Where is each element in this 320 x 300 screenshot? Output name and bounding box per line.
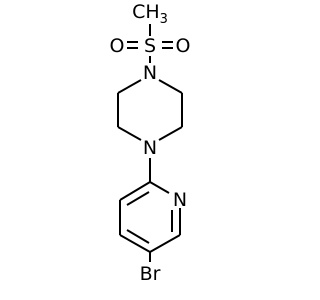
bond-pyridine-c3-c2: [119, 181, 151, 201]
nitrogen-sulfonyl-label: N: [143, 62, 157, 84]
atom-labels: CH3 S O O N N N Br: [110, 1, 191, 285]
bond-piperazine-3: [117, 126, 142, 141]
bromine-label: Br: [140, 263, 161, 285]
bond-piperazine-1: [117, 79, 142, 94]
oxygen-left-label: O: [110, 35, 125, 57]
bond-pyridine-c6-c5: [149, 234, 181, 253]
methyl-subscript: 3: [160, 12, 168, 27]
chemical-structure: CH3 S O O N N N Br: [110, 1, 191, 285]
bond-piperazine-6: [158, 79, 183, 94]
bond-pyridine-c5-c4: [119, 234, 151, 253]
methyl-label: CH3: [132, 1, 168, 27]
nitrogen-ring-label: N: [173, 189, 187, 211]
sulfur-label: S: [144, 35, 156, 57]
bond-pyridine-c2-n1: [149, 181, 170, 194]
bond-pyridine-c5-c4-inner: [126, 229, 150, 244]
nitrogen-pyridyl-label: N: [143, 137, 157, 159]
oxygen-right-label: O: [176, 35, 191, 57]
methyl-text: CH: [132, 1, 160, 23]
bond-piperazine-4: [158, 126, 183, 141]
bonds: [117, 24, 183, 262]
bond-pyridine-c3-c2-inner: [126, 191, 150, 206]
